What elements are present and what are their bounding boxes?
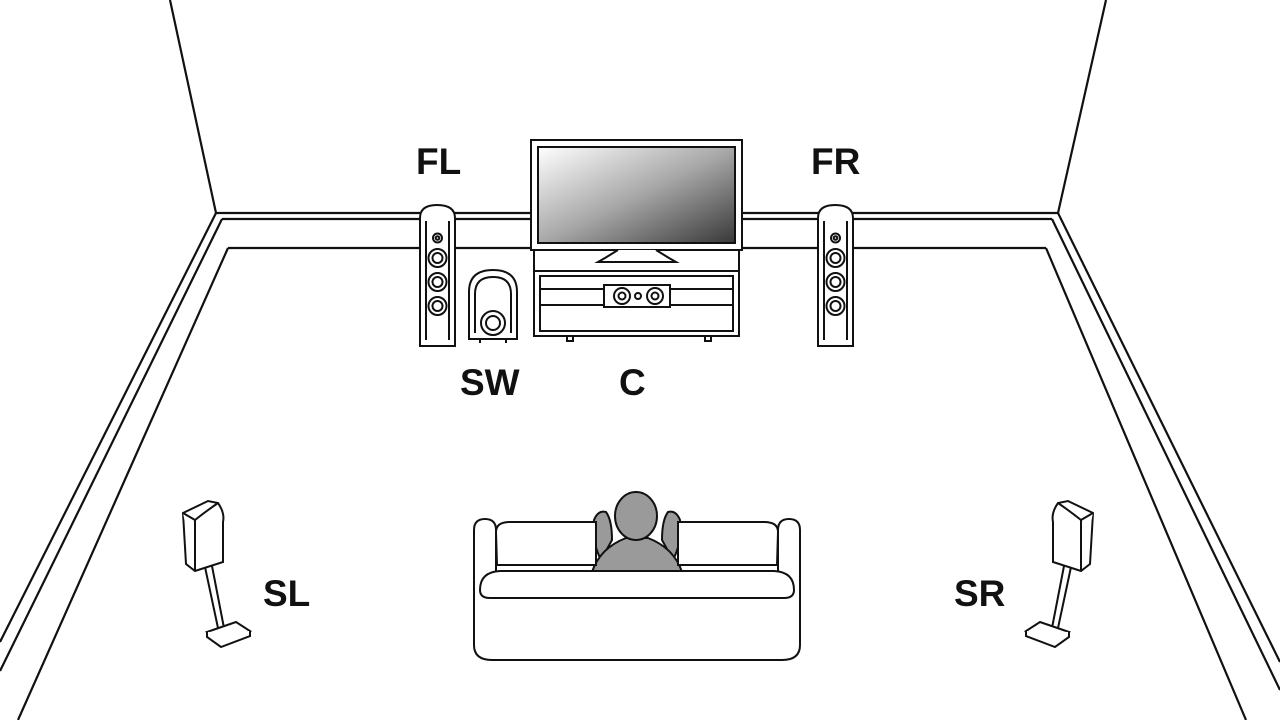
television xyxy=(530,139,743,263)
front-left-label: FL xyxy=(416,141,462,182)
surround-left-label: SL xyxy=(263,573,311,614)
listener xyxy=(590,491,684,573)
subwoofer-label: SW xyxy=(460,362,520,403)
surround-right-speaker xyxy=(1023,499,1095,649)
surround-left-speaker xyxy=(181,499,253,649)
center-label: C xyxy=(619,362,646,403)
front-right-label: FR xyxy=(811,141,861,182)
center-speaker xyxy=(603,284,671,308)
front-right-speaker xyxy=(817,203,854,347)
front-left-speaker xyxy=(419,203,456,347)
surround-right-label: SR xyxy=(954,573,1006,614)
sofa xyxy=(473,517,801,661)
subwoofer xyxy=(468,268,518,343)
